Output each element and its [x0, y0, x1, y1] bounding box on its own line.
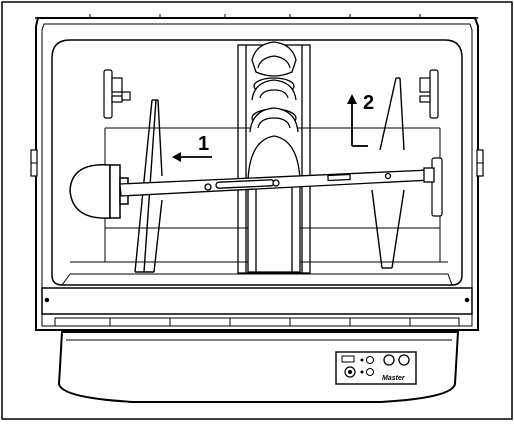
right-side-latch [476, 149, 484, 177]
right-wall-bracket [419, 69, 439, 119]
right-lower-bracket [421, 157, 443, 217]
brand-badge: Master [382, 375, 406, 382]
round-switch [383, 354, 395, 366]
step-1-label: 1 [198, 133, 209, 155]
indicator-light [360, 370, 364, 374]
control-button [366, 368, 374, 376]
control-panel: Master [335, 351, 417, 385]
central-auger-column [237, 41, 311, 274]
step-1-arrow [172, 152, 212, 162]
drive-shaft [119, 167, 435, 197]
cabinet-sill [41, 287, 473, 315]
cabinet-outer-frame [35, 17, 479, 331]
cabinet-inner-frame [41, 23, 473, 327]
step-2-arrow [347, 94, 368, 147]
left-wall-bracket [103, 69, 131, 119]
left-side-latch [30, 149, 38, 177]
image-frame [1, 1, 513, 420]
control-button [366, 356, 374, 364]
right-paddle-frame [371, 77, 405, 269]
indicator-light [360, 358, 364, 362]
display-window [341, 355, 355, 363]
step-2-label: 2 [363, 92, 374, 114]
left-rotor-hub [69, 163, 129, 219]
base-hinge-strip [54, 317, 460, 327]
round-switch [398, 354, 410, 366]
